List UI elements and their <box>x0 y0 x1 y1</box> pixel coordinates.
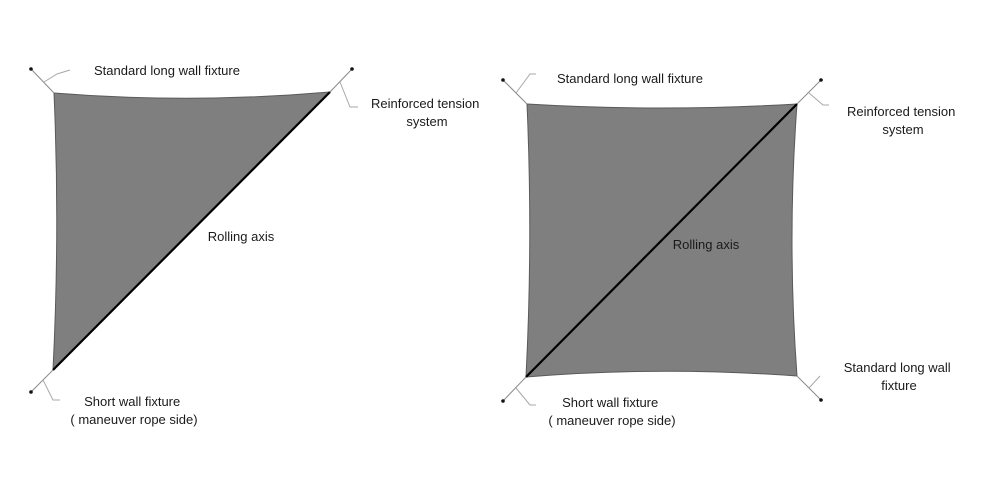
leader-line <box>808 92 829 106</box>
square-top-right-label: Reinforced tension system <box>847 104 959 137</box>
anchor-point-icon <box>819 398 823 402</box>
square-top-left-fixture <box>501 73 536 105</box>
square-bottom-left-label: Short wall fixture ( maneuver rope side) <box>548 395 675 428</box>
triangle-sail-diagram: Standard long wall fixture Reinforced te… <box>29 63 483 427</box>
anchor-point-icon <box>501 399 505 403</box>
fixture-rope <box>30 369 54 393</box>
leader-line <box>339 81 358 108</box>
triangle-bottom-left-fixture <box>29 369 60 401</box>
fixture-rope <box>796 79 822 105</box>
triangle-top-right-label: Reinforced tension system <box>371 96 483 129</box>
square-bottom-right-label: Standard long wall fixture <box>844 360 955 393</box>
square-top-right-fixture <box>796 78 829 106</box>
leader-line <box>42 379 60 401</box>
square-sail-diagram: Standard long wall fixture Reinforced te… <box>501 71 959 428</box>
anchor-point-icon <box>350 67 354 71</box>
square-bottom-left-fixture <box>501 376 536 406</box>
fixture-rope <box>502 79 528 105</box>
square-rolling-axis-label: Rolling axis <box>673 237 740 252</box>
square-bottom-right-fixture <box>796 375 823 402</box>
square-top-left-label: Standard long wall fixture <box>557 71 703 86</box>
triangle-top-left-fixture <box>29 67 71 94</box>
fixture-rope <box>502 376 527 402</box>
triangle-rolling-axis-label: Rolling axis <box>208 229 275 244</box>
leader-line <box>515 73 536 94</box>
leader-line <box>808 375 821 389</box>
leader-line <box>515 387 536 406</box>
anchor-point-icon <box>819 78 823 82</box>
anchor-point-icon <box>29 390 33 394</box>
fixture-rope <box>30 68 55 94</box>
anchor-point-icon <box>29 67 33 71</box>
triangle-bottom-left-label: Short wall fixture ( maneuver rope side) <box>70 394 197 427</box>
triangle-top-right-fixture <box>329 67 358 108</box>
leader-line <box>43 69 71 83</box>
triangle-rolling-axis-line <box>52 91 331 371</box>
fixture-rope <box>329 68 353 93</box>
anchor-point-icon <box>501 78 505 82</box>
triangle-top-left-label: Standard long wall fixture <box>94 63 240 78</box>
square-rolling-axis-line <box>525 103 798 378</box>
